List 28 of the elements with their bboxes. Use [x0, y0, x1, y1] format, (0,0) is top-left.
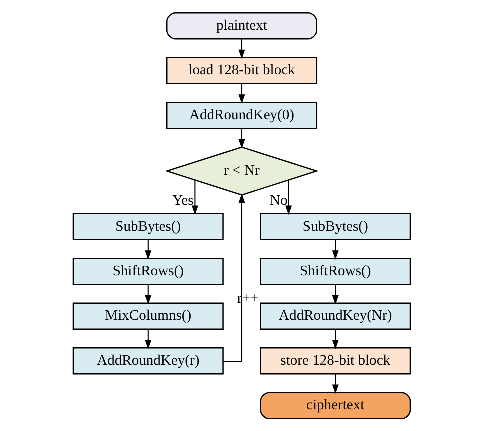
arrow: [238, 38, 246, 59]
edge-label: Yes: [172, 192, 194, 209]
arrow: [286, 180, 292, 215]
node-box: ShiftRows(): [72, 258, 224, 285]
arrow: [145, 284, 152, 304]
arrow: [332, 240, 339, 260]
node-box: store 128-bit block: [260, 346, 412, 374]
arrow: [332, 374, 339, 394]
edge-label: No: [270, 192, 288, 209]
node-box: ShiftRows(): [260, 258, 412, 285]
node-diamond: r < Nr: [165, 146, 319, 196]
node-box: MixColumns(): [72, 302, 224, 330]
node-box: load 128-bit block: [166, 56, 318, 84]
arrow: [224, 193, 246, 362]
arrow: [332, 284, 339, 304]
arrow: [332, 329, 339, 349]
arrow: [238, 128, 246, 148]
node-box: AddRoundKey(0): [166, 102, 318, 129]
node-box: AddRoundKey(r): [72, 346, 224, 374]
node-box: SubBytes(): [260, 212, 412, 240]
arrow: [192, 180, 198, 215]
node-box: SubBytes(): [72, 212, 224, 240]
arrow: [238, 84, 246, 104]
node-box: AddRoundKey(Nr): [260, 302, 412, 330]
node-box: ciphertext: [260, 392, 412, 419]
node-box: plaintext: [166, 12, 318, 40]
arrow: [145, 240, 152, 260]
arrow: [145, 329, 152, 349]
